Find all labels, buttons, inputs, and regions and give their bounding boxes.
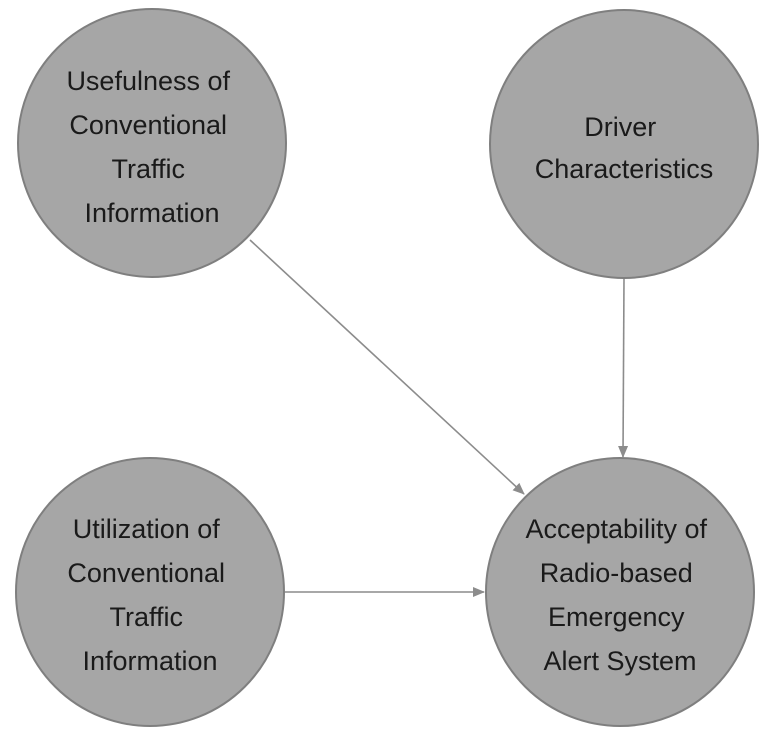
node-usefulness-circle: [17, 8, 287, 278]
node-utilization-label: Utilization of Conventional Traffic Info…: [67, 514, 232, 676]
node-usefulness-label: Usefulness of Conventional Traffic Infor…: [66, 66, 237, 228]
node-usefulness: Usefulness of Conventional Traffic Infor…: [17, 8, 287, 278]
node-driver: Driver Characteristics: [489, 9, 759, 279]
node-utilization-circle: [15, 457, 285, 727]
node-acceptability-label: Acceptability of Radio-based Emergency A…: [525, 514, 714, 676]
node-utilization: Utilization of Conventional Traffic Info…: [15, 457, 285, 727]
node-acceptability-circle: [485, 457, 755, 727]
edge-usefulness-to-acceptability: [249, 239, 525, 495]
node-driver-circle: [489, 9, 759, 279]
edge-driver-to-acceptability: [618, 277, 629, 458]
node-acceptability: Acceptability of Radio-based Emergency A…: [485, 457, 755, 727]
node-driver-label: Driver Characteristics: [535, 112, 714, 184]
